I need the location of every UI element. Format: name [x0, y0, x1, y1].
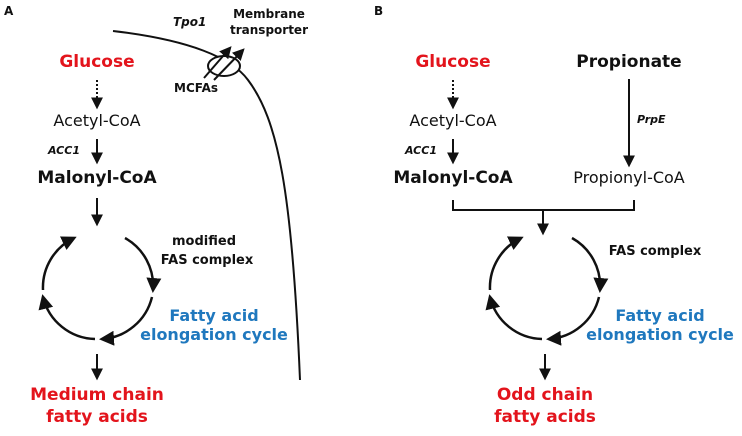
acetyl-coa-label-a: Acetyl-CoA	[53, 111, 141, 130]
fas-label-line2-a: FAS complex	[160, 253, 254, 268]
mcfas-label: MCFAs	[174, 81, 218, 95]
cycle-arc-bottom-left-b	[485, 294, 543, 341]
acetyl-coa-label-b: Acetyl-CoA	[409, 111, 497, 130]
enzyme-acc1-b: ACC1	[405, 144, 437, 157]
transporter-label-line1: Membrane	[233, 7, 305, 21]
cycle-label-line2-a: elongation cycle	[140, 325, 288, 344]
transporter-label-line2: transporter	[230, 23, 308, 37]
product-label-line2-b: fatty acids	[494, 407, 596, 427]
cycle-arc-left-b	[488, 236, 524, 291]
glucose-label-a: Glucose	[59, 52, 135, 72]
enzyme-acc1-a: ACC1	[48, 144, 80, 157]
fas-label-b: FAS complex	[608, 244, 702, 259]
glucose-label-b: Glucose	[415, 52, 491, 72]
cycle-arc-bottom-left-a	[38, 294, 96, 341]
cycle-arc-right-b	[571, 236, 609, 293]
product-label-line2-a: fatty acids	[46, 407, 148, 427]
enzyme-prpe: PrpE	[637, 113, 666, 126]
mcfa-export-arrow-2	[213, 48, 245, 81]
merge-bracket	[452, 200, 635, 211]
cycle-arc-right-a	[124, 236, 162, 293]
panel-label-b: B	[374, 4, 384, 18]
fas-label-line1-a: modified	[172, 234, 236, 249]
cycle-label-line1-b: Fatty acid	[615, 306, 705, 325]
cycle-arc-bottom-right-b	[546, 296, 601, 346]
malonyl-coa-label-b: Malonyl-CoA	[393, 168, 513, 188]
product-label-line1-a: Medium chain	[30, 385, 164, 405]
cycle-label-line1-a: Fatty acid	[169, 306, 259, 325]
propionate-label: Propionate	[576, 52, 682, 72]
mcfa-export-arrow-1	[203, 46, 232, 79]
product-label-line1-b: Odd chain	[496, 385, 594, 405]
cycle-arc-bottom-right-a	[99, 296, 154, 346]
propionyl-coa-label: Propionyl-CoA	[573, 168, 685, 187]
cycle-arc-left-a	[41, 236, 77, 291]
transporter-gene-tpo1: Tpo1	[173, 15, 207, 29]
cycle-label-line2-b: elongation cycle	[586, 325, 734, 344]
malonyl-coa-label-a: Malonyl-CoA	[37, 168, 157, 188]
cell-membrane	[112, 30, 301, 381]
panel-label-a: A	[4, 4, 14, 18]
